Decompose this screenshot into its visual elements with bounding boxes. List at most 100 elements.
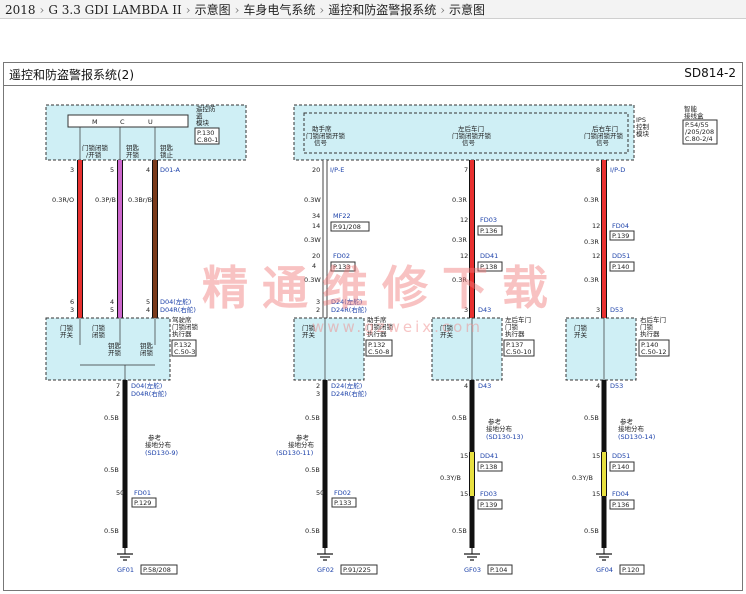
watermark: 精通维修下载 (202, 261, 562, 315)
svg-text:D53[interactable]: D53 (610, 382, 623, 390)
conn-fd01[interactable]: FD01 (134, 489, 151, 497)
svg-text:0.5B: 0.5B (104, 527, 119, 535)
pass-act-ref2[interactable]: C.50-8 (368, 348, 389, 356)
svg-text:4: 4 (464, 382, 468, 390)
conn-ipe[interactable]: I/P-E (330, 166, 344, 174)
breadcrumb-schematic[interactable]: 示意图 (194, 3, 231, 17)
svg-text:FD03[interactable]: FD03 (480, 490, 497, 498)
driver-act-ref1[interactable]: P.132 (174, 341, 191, 349)
conn-ipd[interactable]: I/P-D (610, 166, 625, 174)
ground-gf04[interactable]: GF04 (596, 566, 613, 574)
svg-text:0.3Y/B: 0.3Y/B (440, 474, 461, 482)
breadcrumb-model[interactable]: G 3.3 GDI LAMBDA II (48, 3, 182, 17)
breadcrumb-current: 示意图 (449, 3, 486, 17)
ground-ref-sd4[interactable]: (SD130-14) (618, 433, 655, 441)
svg-text:参考: 参考 (296, 433, 310, 442)
ref-p136[interactable]: P.136 (480, 227, 497, 235)
ref-p139-2[interactable]: P.139 (612, 232, 629, 240)
breadcrumb-alarm-system[interactable]: 遥控和防盗警报系统 (328, 3, 437, 17)
theft-module-ref2[interactable]: C.80-1 (197, 136, 218, 144)
svg-text:闭锁: 闭锁 (92, 330, 106, 339)
ground-ref-sd1[interactable]: (SD130-9) (145, 449, 178, 457)
breadcrumb-year[interactable]: 2018 (5, 3, 36, 17)
conn-fd02[interactable]: FD02 (333, 252, 350, 260)
ips-ref2[interactable]: /205/208 (685, 128, 714, 136)
ref-p120[interactable]: P.120 (622, 566, 639, 574)
conn-d53[interactable]: D53 (610, 306, 623, 314)
conn-d01a[interactable]: D01-A (160, 166, 180, 174)
ref-p140[interactable]: P.140 (612, 263, 629, 271)
ips-ref3[interactable]: C.80-2/4 (685, 135, 713, 143)
conn-d04-left-2[interactable]: D04(左舵) (131, 381, 162, 390)
ref-p91-225[interactable]: P.91/225 (343, 566, 371, 574)
ground-ref-sd3[interactable]: (SD130-13) (486, 433, 523, 441)
svg-text:8: 8 (596, 166, 600, 174)
svg-text:5: 5 (146, 298, 150, 306)
ground-ref-sd2[interactable]: (SD130-11) (276, 449, 313, 457)
driver-act-ref2[interactable]: C.50-3 (174, 348, 195, 356)
conn-d04r-right[interactable]: D04R(右舵) (160, 305, 196, 314)
svg-text:接地分布: 接地分布 (145, 440, 172, 449)
ips-module-box (293, 104, 635, 161)
driver-act-ref-box (171, 339, 197, 357)
svg-text:4: 4 (146, 306, 150, 314)
conn-mf22[interactable]: MF22 (333, 212, 351, 220)
ref-p91-208[interactable]: P.91/208 (333, 223, 361, 231)
ground-gf03[interactable]: GF03 (464, 566, 481, 574)
svg-text:FD02[interactable]: FD02 (334, 489, 351, 497)
theft-module-ref1[interactable]: P.130 (197, 129, 214, 137)
conn-d04-left[interactable]: D04(左舵) (160, 297, 191, 306)
ground-gf02[interactable]: GF02 (317, 566, 334, 574)
ips-ref1[interactable]: P.54/55 (685, 121, 709, 129)
chevron-right-icon: › (234, 3, 240, 17)
svg-text:FD04[interactable]: FD04 (612, 490, 629, 498)
svg-text:DD41[interactable]: DD41 (480, 452, 498, 460)
svg-text:0.3R: 0.3R (584, 238, 599, 246)
svg-text:P.140[interactable]: P.140 (612, 463, 629, 471)
svg-text:P.136[interactable]: P.136 (612, 501, 629, 509)
svg-text:D24(左舵)[interactable]: D24(左舵) (331, 381, 362, 390)
theft-module-line3: 模块 (196, 118, 210, 127)
ref-p138[interactable]: P.138 (480, 263, 497, 271)
theft-module-line2: 盗 (196, 111, 203, 120)
rr-act-ref2[interactable]: C.50-12 (641, 348, 667, 356)
svg-text:执行器: 执行器 (640, 329, 660, 338)
ips-pin2-l2: 门锁闭锁开锁 (452, 131, 492, 140)
conn-d24-left[interactable]: D24(左舵) (331, 297, 362, 306)
conn-fd03[interactable]: FD03 (480, 216, 497, 224)
svg-text:D43[interactable]: D43 (478, 382, 491, 390)
ref-p129[interactable]: P.129 (134, 499, 151, 507)
ref-p58-208[interactable]: P.58/208 (143, 566, 171, 574)
conn-dd41[interactable]: DD41 (480, 252, 498, 260)
pass-act-ref1[interactable]: P.132 (368, 341, 385, 349)
conn-fd04[interactable]: FD04 (612, 222, 629, 230)
ips-line2: 控制 (636, 122, 650, 131)
ground-gf01[interactable]: GF01 (117, 566, 134, 574)
svg-text:P.138[interactable]: P.138 (480, 463, 497, 471)
svg-text:0.5B: 0.5B (452, 527, 467, 535)
svg-text:4: 4 (146, 166, 150, 174)
rr-act-ref1[interactable]: P.140 (641, 341, 658, 349)
svg-text:0.3W: 0.3W (304, 196, 321, 204)
breadcrumb-body-electric[interactable]: 车身电气系统 (243, 3, 316, 17)
svg-text:参考: 参考 (148, 433, 162, 442)
ref-p139[interactable]: P.139 (480, 501, 497, 509)
svg-text:0.3R: 0.3R (584, 196, 599, 204)
svg-text:2: 2 (116, 390, 120, 398)
svg-text:D24R(右舵)[interactable]: D24R(右舵) (331, 389, 367, 398)
svg-text:DD51[interactable]: DD51 (612, 452, 630, 460)
ips-pin2-l3: 信号 (462, 138, 476, 147)
ips-pin3-l1: 后右车门 (592, 124, 618, 133)
svg-text:开关: 开关 (302, 330, 316, 339)
conn-dd51[interactable]: DD51 (612, 252, 630, 260)
rl-act-ref2[interactable]: C.50-10 (506, 348, 532, 356)
conn-d24r-right[interactable]: D24R(右舵) (331, 305, 367, 314)
conn-d04r-right-2[interactable]: D04R(右舵) (131, 389, 167, 398)
theft-pin1-label2: /开锁 (86, 150, 102, 159)
rl-act-ref1[interactable]: P.137 (506, 341, 523, 349)
conn-d43[interactable]: D43 (478, 306, 491, 314)
ref-p133-2[interactable]: P.133 (334, 499, 351, 507)
ref-p104[interactable]: P.104 (490, 566, 507, 574)
ref-p133[interactable]: P.133 (333, 263, 350, 271)
